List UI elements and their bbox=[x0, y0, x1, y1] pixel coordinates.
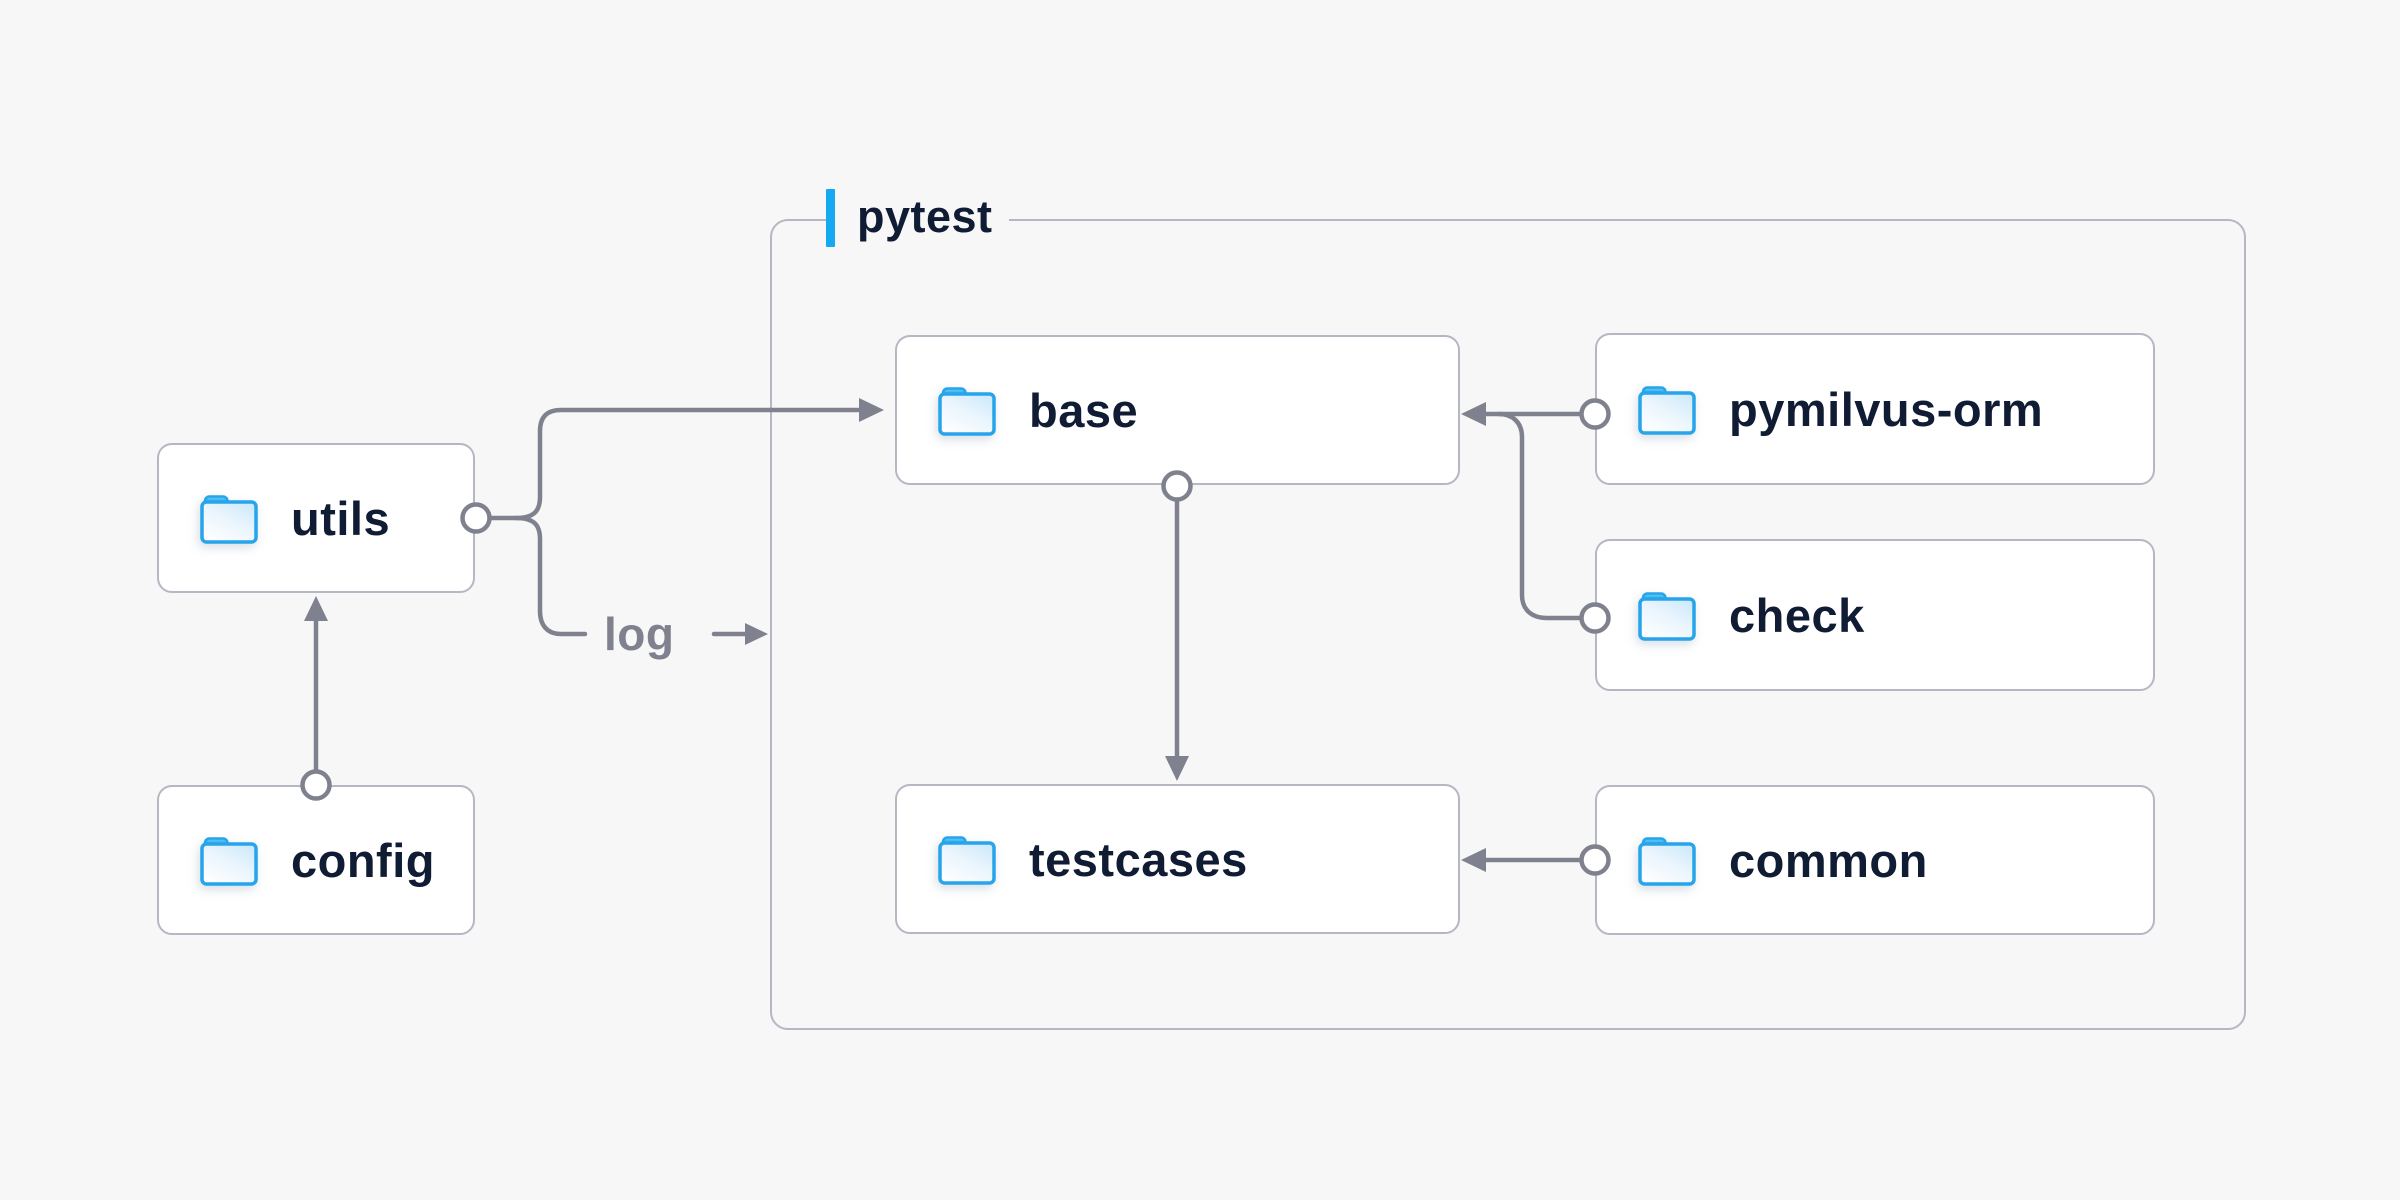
pytest-group-label: pytest bbox=[857, 190, 993, 242]
pytest-group: pytest bbox=[770, 188, 2246, 1030]
node-check[interactable]: check bbox=[1595, 539, 2155, 691]
node-base-label: base bbox=[1029, 383, 1139, 437]
folder-icon bbox=[1635, 833, 1699, 887]
node-testcases[interactable]: testcases bbox=[895, 784, 1460, 934]
edge-utils-log: log bbox=[460, 502, 768, 660]
folder-icon bbox=[935, 832, 999, 886]
folder-icon bbox=[1635, 588, 1699, 642]
node-utils[interactable]: utils bbox=[157, 443, 475, 593]
node-pymilvus-orm[interactable]: pymilvus-orm bbox=[1595, 333, 2155, 485]
node-common[interactable]: common bbox=[1595, 785, 2155, 935]
edge-label-log: log bbox=[604, 608, 674, 660]
node-check-label: check bbox=[1729, 588, 1865, 642]
folder-icon bbox=[935, 383, 999, 437]
folder-icon bbox=[197, 833, 261, 887]
node-base[interactable]: base bbox=[895, 335, 1460, 485]
folder-icon bbox=[197, 491, 261, 545]
legend-accent-bar bbox=[826, 189, 835, 247]
node-common-label: common bbox=[1729, 833, 1928, 887]
node-utils-label: utils bbox=[291, 491, 391, 545]
folder-icon bbox=[1635, 382, 1699, 436]
pytest-group-legend: pytest bbox=[826, 188, 1009, 248]
edge-config-utils bbox=[300, 596, 332, 801]
node-config[interactable]: config bbox=[157, 785, 475, 935]
node-pymilvus-orm-label: pymilvus-orm bbox=[1729, 382, 2044, 436]
node-testcases-label: testcases bbox=[1029, 832, 1248, 886]
node-config-label: config bbox=[291, 833, 435, 887]
